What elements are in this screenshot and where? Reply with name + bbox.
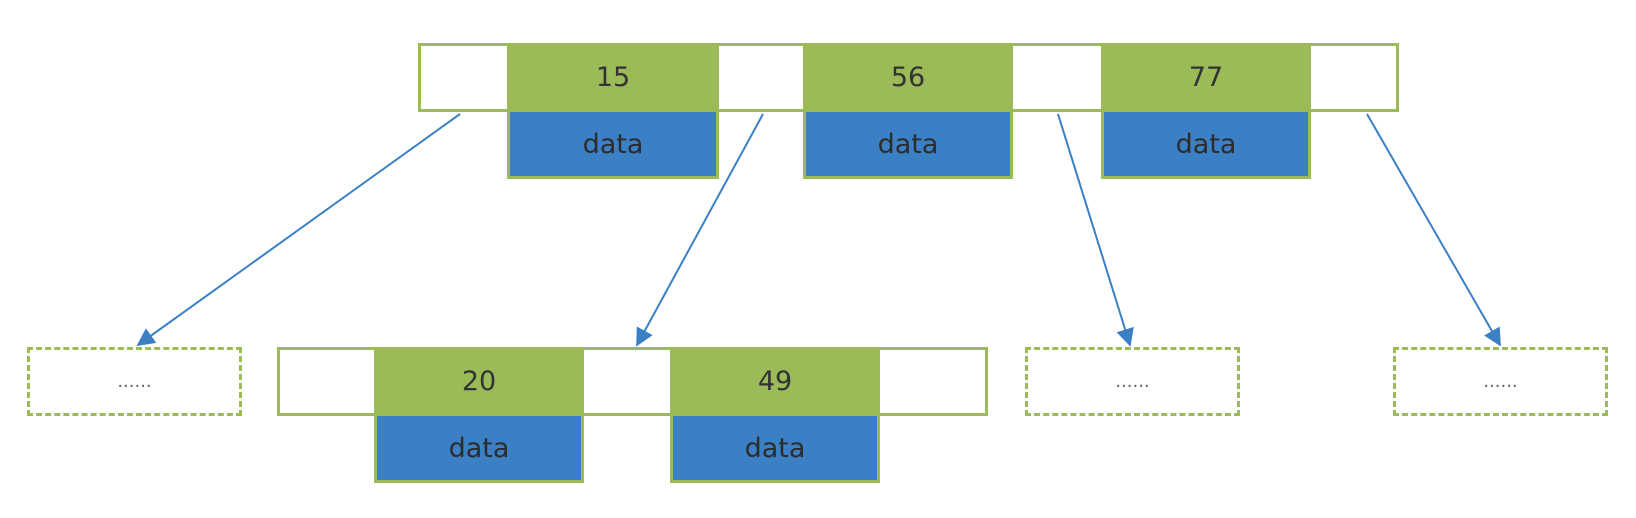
arrow-to-child-node	[636, 113, 764, 347]
root-data-3: data	[1101, 109, 1311, 179]
root-key-1: 15	[507, 43, 719, 112]
arrow-to-placeholder-2	[1057, 113, 1134, 347]
child-data-2: data	[670, 413, 880, 483]
root-data-2: data	[803, 109, 1013, 179]
arrow-to-placeholder-1	[136, 113, 461, 347]
arrow-to-placeholder-3	[1366, 113, 1501, 347]
placeholder-node-2: ......	[1025, 347, 1240, 416]
root-data-1: data	[507, 109, 719, 179]
placeholder-node-1: ......	[27, 347, 242, 416]
child-data-1: data	[374, 413, 584, 483]
placeholder-node-3: ......	[1393, 347, 1608, 416]
